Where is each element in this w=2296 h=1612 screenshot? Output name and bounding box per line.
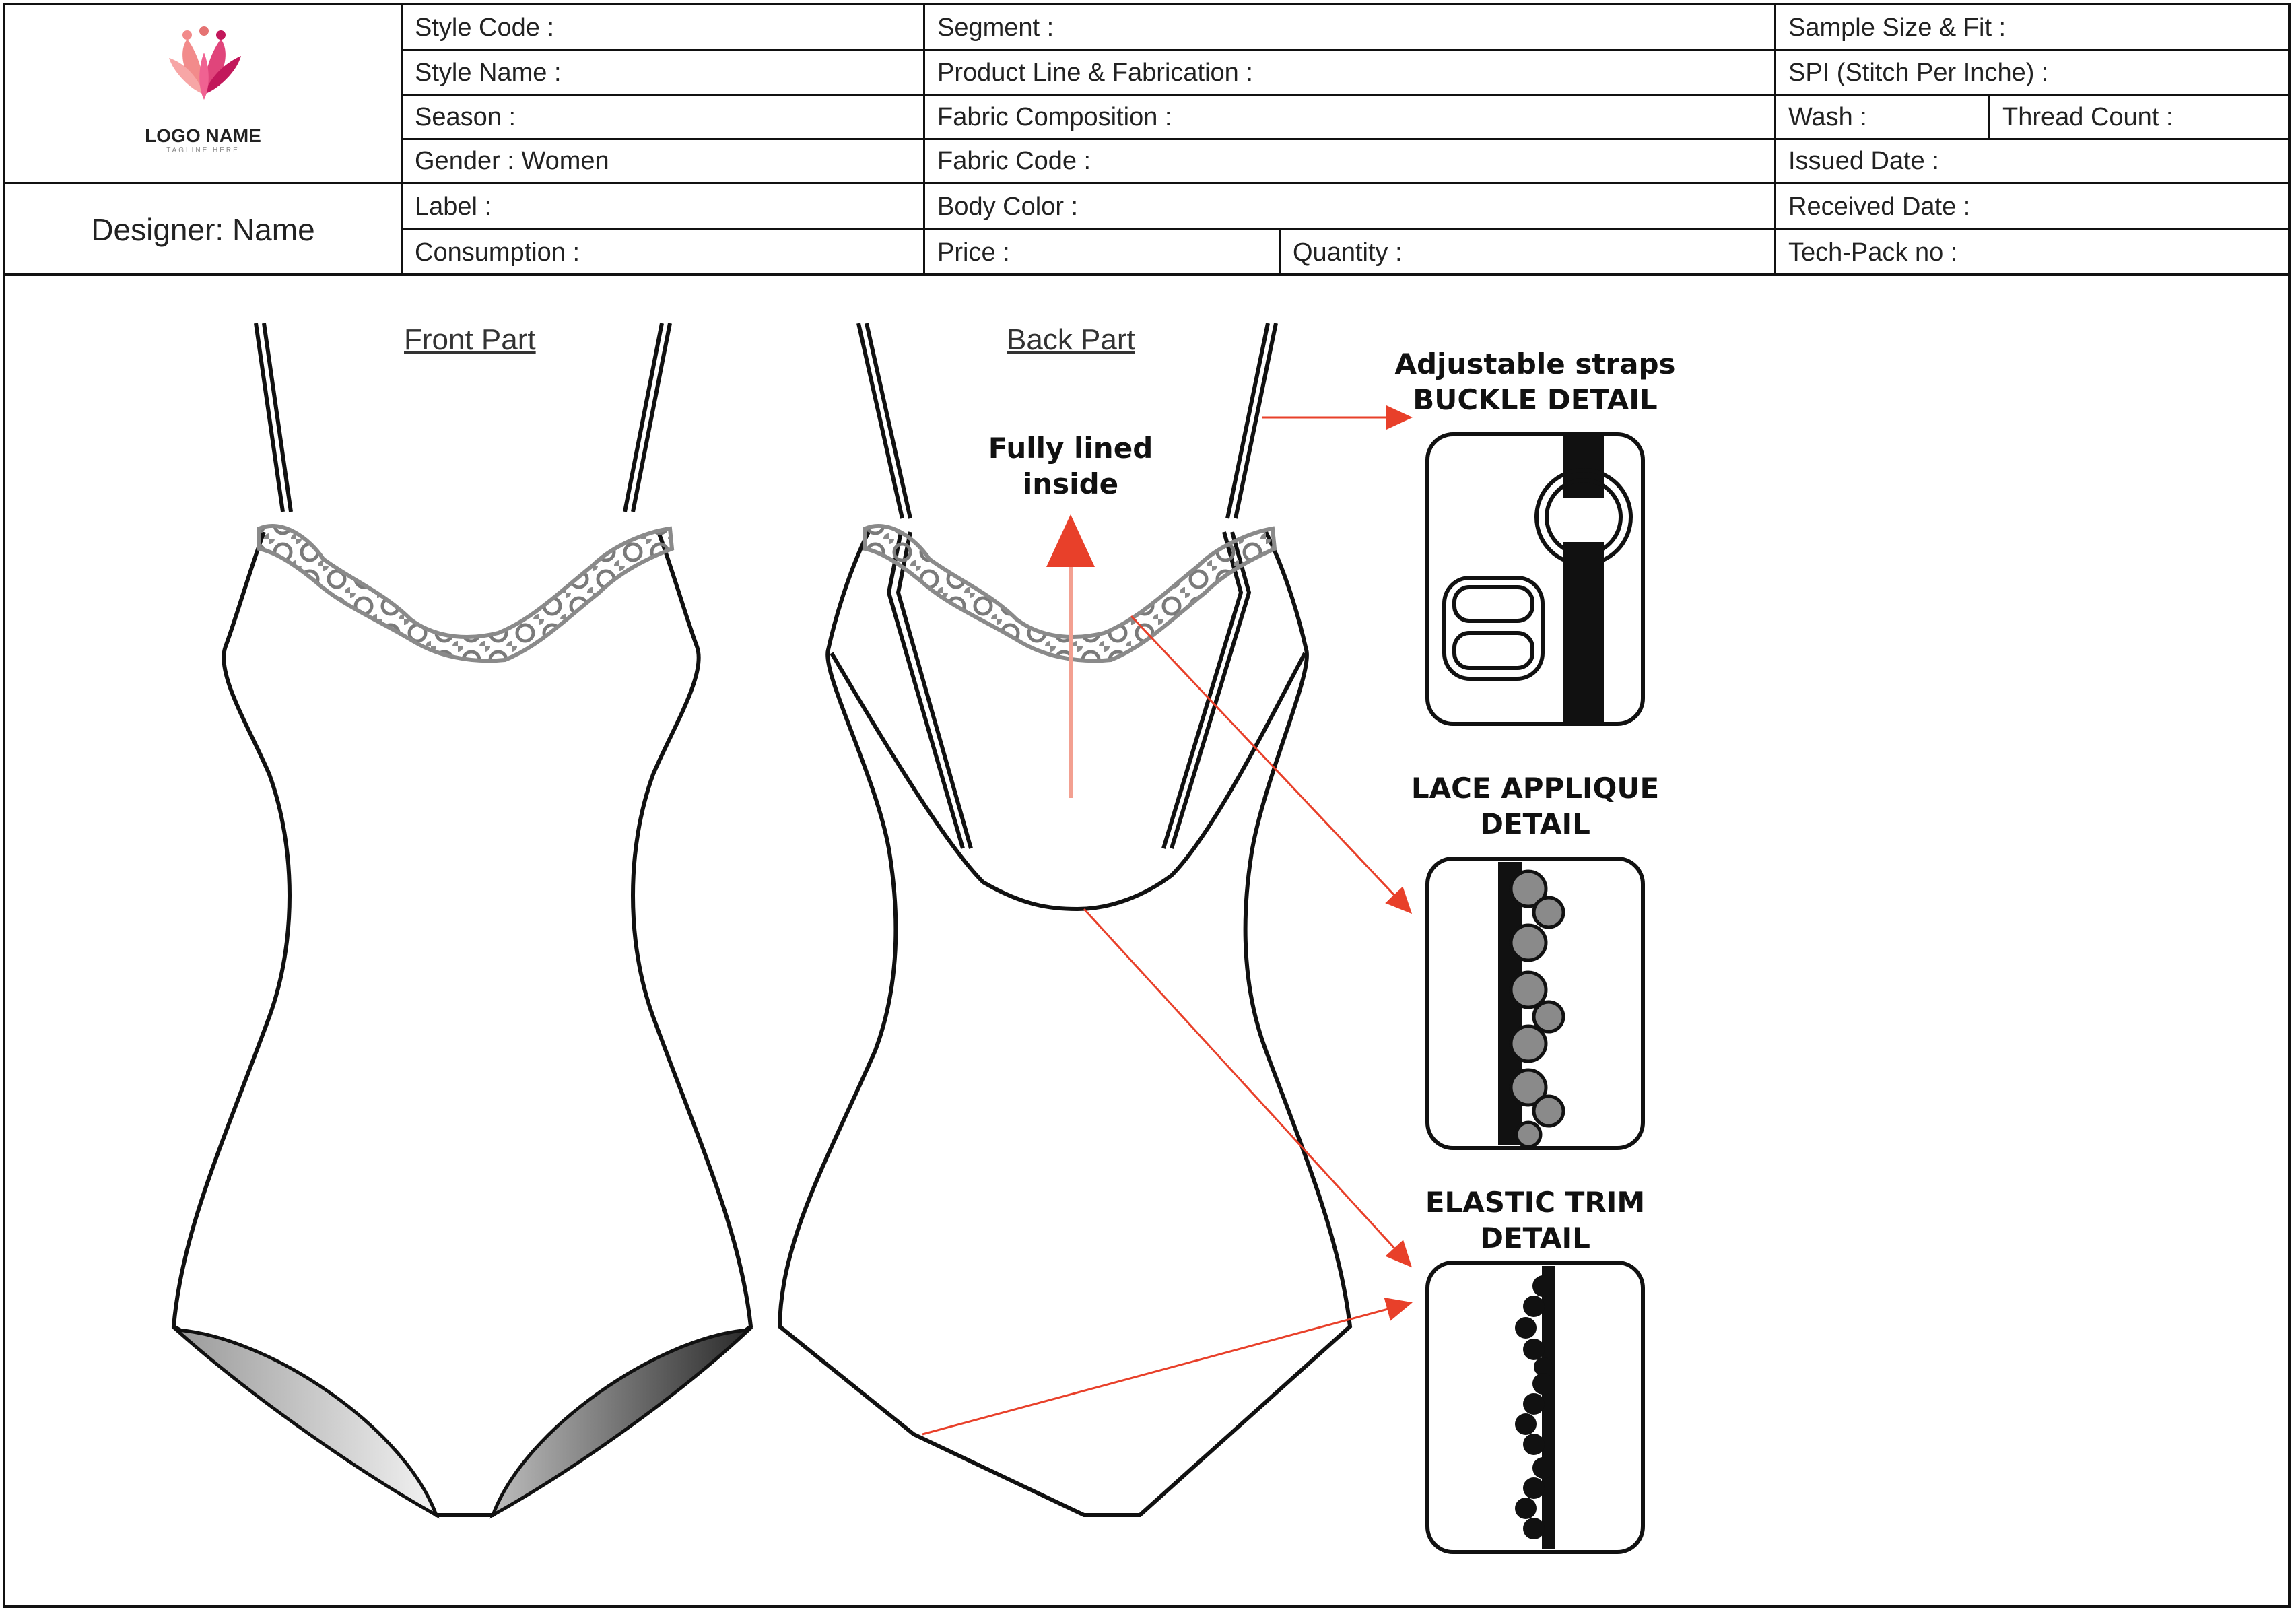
logo-block: LOGO NAME TAGLINE HERE [5,5,403,184]
consumption-field: Consumption : [403,230,925,275]
received-date-field: Received Date : [1776,184,2289,230]
elastic-title-line1: ELASTIC TRIM [1425,1186,1646,1219]
buckle-title-line1: Adjustable straps [1394,347,1676,380]
season-field: Season : [403,96,925,140]
techpack-no-field: Tech-Pack no : [1788,238,1958,267]
spi-field: SPI (Stitch Per Inche) : [1776,51,2289,96]
fabric-composition-field: Fabric Composition : [925,96,1776,140]
front-bodysuit [171,323,753,1517]
front-lace-trim [257,524,675,663]
price-field: Price : [925,230,1281,275]
tech-pack-sheet: LOGO NAME TAGLINE HERE Designer: Name St… [3,3,2291,1608]
body-color-field: Body Color : [925,184,1776,230]
lining-note: Fully lined inside [988,432,1153,500]
style-code-field: Style Code : [403,5,925,51]
issued-date-field: Issued Date : [1776,140,2289,184]
buckle-detail-title: Adjustable straps BUCKLE DETAIL [1374,347,1697,417]
product-line-field: Product Line & Fabrication : [925,51,1776,96]
elastic-trim-icon [1515,1266,1555,1549]
elastic-arrow-1 [1083,908,1413,1268]
lotus-people-icon [169,26,241,100]
sample-size-field: Sample Size & Fit : [1776,5,2289,51]
header-divider [5,273,2289,276]
label-field: Label : [403,184,925,230]
gender-field: Gender : Women [403,140,925,184]
logo-name: LOGO NAME [145,125,261,146]
lace-title-line2: DETAIL [1480,807,1590,840]
segment-field: Segment : [925,5,1776,51]
back-part-label: Back Part [1007,323,1135,356]
style-name-field: Style Name : [403,51,925,96]
elastic-arrow-2 [922,1297,1413,1436]
quantity-field: Quantity : [1281,230,1776,275]
front-part-label: Front Part [404,323,536,356]
lace-title-line1: LACE APPLIQUE [1411,772,1660,805]
thread-count-field: Thread Count : [1990,96,2289,140]
elastic-title-line2: DETAIL [1480,1221,1590,1254]
lace-icon [1498,862,1565,1149]
lace-detail-title: LACE APPLIQUE DETAIL [1374,771,1697,842]
elastic-detail-title: ELASTIC TRIM DETAIL [1374,1185,1697,1256]
buckle-icon [1442,436,1633,724]
fabric-code-field: Fabric Code : [925,140,1776,184]
back-bodysuit [777,323,1353,1517]
lace-arrow [1130,615,1413,914]
buckle-title-line2: BUCKLE DETAIL [1413,382,1658,416]
wash-field: Wash : [1776,96,1990,140]
header-table: LOGO NAME TAGLINE HERE Designer: Name St… [5,5,2289,275]
logo-tagline: TAGLINE HERE [166,147,240,154]
designer-name: Designer: Name [5,184,403,275]
back-lace-trim [863,524,1277,663]
